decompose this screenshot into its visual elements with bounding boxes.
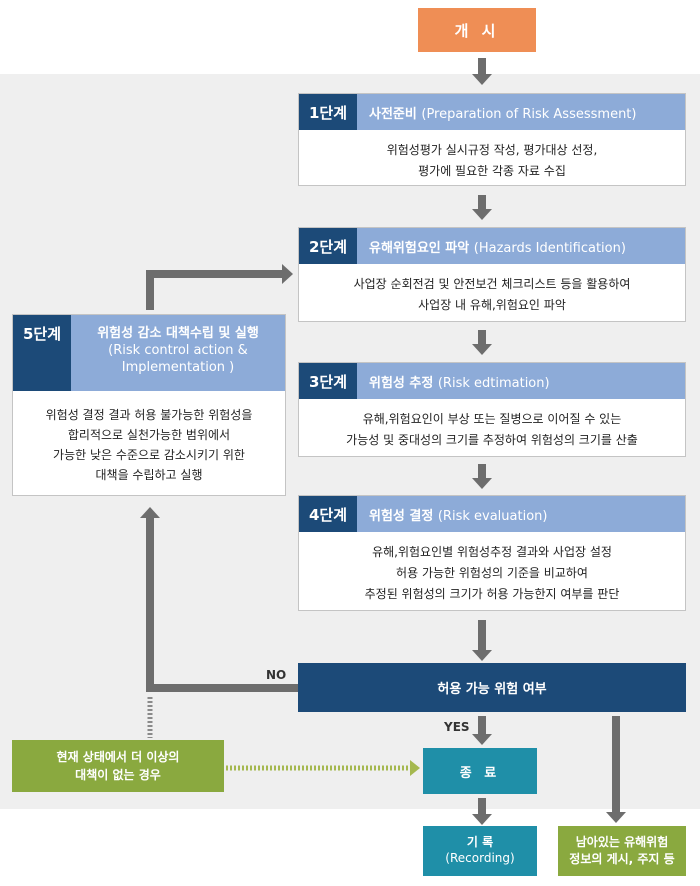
arrow-decision-to-remaining — [606, 716, 626, 823]
dotted-no-more-to-end — [226, 760, 420, 776]
remaining-hazard-box: 남아있는 유해위험 정보의 게시, 주지 등 — [558, 826, 686, 876]
yes-label: YES — [444, 720, 470, 734]
arrow-step2-to-step3 — [472, 330, 492, 355]
arrow-step4-to-decision — [472, 620, 492, 661]
arrow-start-to-step1 — [472, 58, 492, 85]
step-3-header: 3단계 위험성 추정 (Risk edtimation) — [299, 363, 685, 399]
step-5-badge: 5단계 — [13, 315, 71, 391]
end-box: 종 료 — [423, 748, 537, 794]
step-5-header: 5단계 위험성 감소 대책수립 및 실행 (Risk control actio… — [13, 315, 285, 391]
step-4-badge: 4단계 — [299, 496, 357, 532]
arrow-no-to-step5 — [140, 507, 298, 692]
step-4-title: 위험성 결정 (Risk evaluation) — [369, 508, 548, 524]
step-2-header: 2단계 유해위험요인 파악 (Hazards Identification) — [299, 228, 685, 264]
arrow-decision-to-end — [472, 716, 492, 745]
step-2-badge: 2단계 — [299, 228, 357, 264]
step-2-box: 2단계 유해위험요인 파악 (Hazards Identification) 사… — [298, 227, 686, 322]
step-1-badge: 1단계 — [299, 94, 357, 130]
step-3-description: 유해,위험요인이 부상 또는 질병으로 이어질 수 있는 가능성 및 중대성의 … — [346, 412, 638, 447]
step-3-title: 위험성 추정 (Risk edtimation) — [369, 375, 550, 391]
no-label: NO — [266, 668, 287, 682]
step-1-title: 사전준비 (Preparation of Risk Assessment) — [369, 106, 637, 122]
step-4-box: 4단계 위험성 결정 (Risk evaluation) 유해,위험요인별 위험… — [298, 495, 686, 611]
step-2-description: 사업장 순회전검 및 안전보건 체크리스트 등을 활용하여 사업장 내 유해,위… — [353, 277, 631, 312]
arrow-step5-to-step2 — [146, 264, 293, 310]
step-3-box: 3단계 위험성 추정 (Risk edtimation) 유해,위험요인이 부상… — [298, 362, 686, 457]
step-3-badge: 3단계 — [299, 363, 357, 399]
step-1-header: 1단계 사전준비 (Preparation of Risk Assessment… — [299, 94, 685, 130]
step-1-description: 위험성평가 실시규정 작성, 평가대상 선정, 평가에 필요한 각종 자료 수집 — [386, 143, 598, 178]
decision-box: 허용 가능 위험 여부 — [298, 663, 686, 712]
step-1-box: 1단계 사전준비 (Preparation of Risk Assessment… — [298, 93, 686, 186]
arrow-end-to-record — [472, 798, 492, 825]
step-5-description: 위험성 결정 결과 허용 불가능한 위험성을 합리적으로 실천가능한 범위에서 … — [45, 408, 253, 482]
arrow-step3-to-step4 — [472, 464, 492, 489]
record-box: 기 록 (Recording) — [423, 826, 537, 876]
no-further-measures-box: 현재 상태에서 더 이상의 대책이 없는 경우 — [12, 740, 224, 792]
step-2-title: 유해위험요인 파악 (Hazards Identification) — [369, 240, 626, 256]
step-5-title: 위험성 감소 대책수립 및 실행 (Risk control action & … — [97, 326, 259, 375]
arrow-step1-to-step2 — [472, 195, 492, 220]
start-box: 개 시 — [418, 8, 536, 52]
step-5-box: 5단계 위험성 감소 대책수립 및 실행 (Risk control actio… — [12, 314, 286, 496]
step-4-description: 유해,위험요인별 위험성추정 결과와 사업장 설정 허용 가능한 위험성의 기준… — [364, 545, 620, 601]
step-4-header: 4단계 위험성 결정 (Risk evaluation) — [299, 496, 685, 532]
